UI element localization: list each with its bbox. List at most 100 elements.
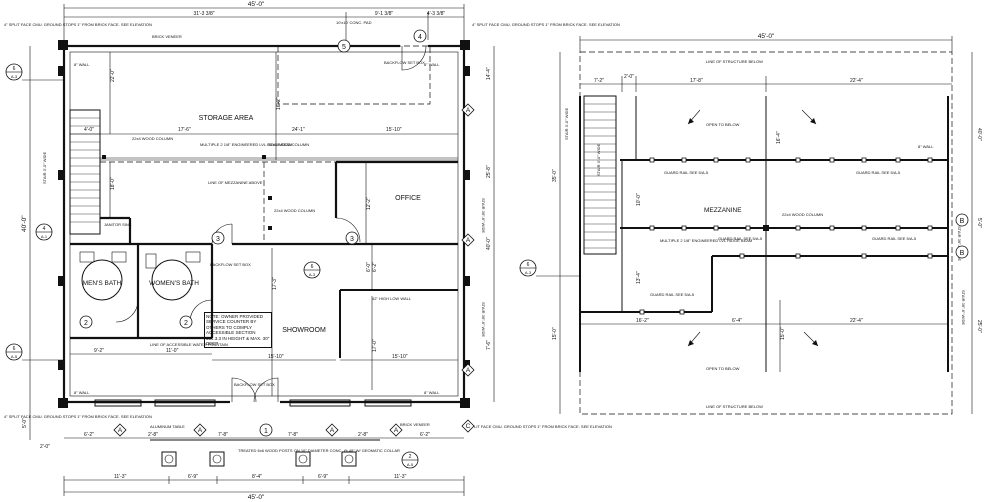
dim-int-5: 18'-0" (110, 177, 116, 190)
note-alum-table: ALUMINUM TABLE (150, 424, 185, 429)
mezz-dim-mid-0: 16'-2" (636, 318, 649, 324)
dim-top-2: 9'-1 3/8" (375, 11, 394, 17)
dim-right-0: 14'-4" (486, 67, 492, 80)
room-mens-label: MEN'S BATH (83, 280, 122, 287)
dim-int-14: 12'-2" (366, 197, 372, 210)
mezz-dim-row-0: 7'-2" (594, 78, 604, 84)
room-storage-label: STORAGE AREA (199, 115, 254, 122)
mezz-note-struct-above: LINE OF STRUCTURE BELOW (706, 59, 763, 64)
mezz-stair-l: STAIR 3'-0" WIDE (564, 108, 569, 140)
note-brick-veneer-bottom: BRICK VENEER (400, 422, 430, 427)
dim-int-9: 9'-2" (94, 348, 104, 354)
bubble-3a: 3 (216, 236, 220, 243)
dim-right-1: 25'-8" (486, 165, 492, 178)
note-water-fountain: LINE OF ACCESSIBLE WATER FOUNTAIN (150, 342, 228, 347)
note-wood-column-1: 22x4 WOOD COLUMN (132, 136, 173, 141)
note-wall-8-br: 8" WALL (424, 390, 440, 395)
note-brick-veneer-top: BRICK VENEER (152, 34, 182, 39)
dim-lower-2: 7'-8" (218, 432, 228, 438)
dim-int-11: 17'-0" (372, 339, 378, 352)
dim-top-3: 4'-3 3/8" (427, 11, 446, 17)
mezz-dim-mid-1: 6'-4" (732, 318, 742, 324)
dim-int-4: 22'-0" (110, 69, 116, 82)
dim-bottom-1: 6'-9" (188, 474, 198, 480)
mezz-dim-left-0: 35'-0" (552, 169, 558, 182)
mezz-wood-column: 22x4 WOOD COLUMN (782, 212, 823, 217)
svg-text:6: 6 (13, 66, 16, 72)
mezz-dim-mid-4: 16'-4" (776, 131, 782, 144)
dim-lower-1: 2'-8" (148, 432, 158, 438)
dim-int-2: 24'-1" (292, 127, 305, 133)
mezz-guard-3: GUARD RAIL SEE 5/A-5 (718, 236, 763, 241)
dim-overall-top: 45'-0" (248, 1, 265, 8)
dim-int-1: 17'-6" (178, 127, 191, 133)
mezz-title: MEZZANINE (704, 207, 742, 214)
mezz-bubble-b-1: B (960, 218, 965, 225)
note-janitor: JANITOR SINK (104, 222, 132, 227)
dim-right-3: 7'-6" (486, 340, 492, 350)
svg-text:A-5: A-5 (11, 354, 18, 359)
bubble-1: 1 (264, 428, 268, 435)
svg-text:A-3: A-3 (309, 272, 316, 277)
note-split-face-bl: 4" SPLIT FACE CMU. GROUND STOPS 1" FROM … (4, 414, 152, 419)
bubble-a-5: A (198, 427, 203, 434)
svg-text:6: 6 (311, 264, 314, 270)
dim-lower-4: 2'-8" (358, 432, 368, 438)
svg-text:6: 6 (527, 262, 530, 268)
dim-int-6: 16'-2" (276, 97, 282, 110)
mezz-dim-right-2: 25'-0" (976, 320, 982, 333)
note-stair-right-2: STAIR 36"-6" WIDE (481, 302, 486, 337)
dim-right-2: 40'-0" (486, 237, 492, 250)
mezz-stair-r2: STAIR 36"-6" WIDE (957, 226, 962, 261)
stair-treads (70, 117, 100, 223)
note-owner-counter-box: NOTE: OWNER PROVIDED SERVICE COUNTER BY … (204, 312, 272, 348)
svg-text:2: 2 (409, 454, 412, 460)
bubble-3b: 3 (350, 236, 354, 243)
note-wall-8-tl: 8" WALL (74, 62, 90, 67)
bubble-2b: 2 (184, 320, 188, 327)
dim-left-1: 5'-0" (22, 418, 28, 428)
dim-bottom-overall: 45'-0" (248, 494, 265, 501)
mezz-dim-left-1: 15'-0" (552, 327, 558, 340)
room-office-label: OFFICE (395, 195, 421, 202)
mezz-section-marker: 6 A-3 (519, 259, 580, 277)
mezz-guard-4: GUARD RAIL SEE 5/A-5 (872, 236, 917, 241)
mezz-note-open-above: OPEN TO BELOW (706, 122, 740, 127)
section-marker-1: 6 A-3 (5, 63, 64, 81)
dim-int-7: 6'-2" (372, 262, 378, 272)
dim-int-8: 17'-3" (272, 277, 278, 290)
note-low-wall: 42" HIGH LOW WALL (372, 296, 412, 301)
mezz-guard-5: GUARD RAIL SEE 5/A-5 (650, 292, 695, 297)
dim-int-12: 15'-10" (268, 354, 284, 360)
note-split-face-br: 4" SPLIT FACE CMU. GROUND STOPS 1" FROM … (464, 424, 612, 429)
bubble-a-4: A (118, 427, 123, 434)
note-posts: TREATED 6x6 WOOD POSTS ON 10" DIAMETER C… (238, 448, 400, 453)
ground-floor-plan: 45'-0" 31'-3 3/8" 9'-1 3/8" 4'-3 3/8" (4, 1, 620, 501)
mezz-stair-l-inner: STAIR 3'-0" WIDE (596, 144, 601, 176)
mezz-guard-1: GUARD RAIL SEE 5/A-5 (664, 170, 709, 175)
mezz-dim-mid-3: 15'-0" (780, 327, 786, 340)
bubble-a-2: A (466, 237, 471, 244)
note-backflow-1: BACKFLOW SET BOX (384, 60, 425, 65)
room-showroom-label: SHOWROOM (282, 327, 326, 334)
rail-posts (639, 157, 933, 315)
dim-int-3: 15'-10" (386, 127, 402, 133)
note-owner-counter: NOTE: OWNER PROVIDED SERVICE COUNTER BY … (204, 312, 272, 348)
dim-int-10: 11'-0" (166, 348, 179, 354)
note-split-face-tr: 4" SPLIT FACE CMU. GROUND STOPS 1" FROM … (472, 22, 620, 27)
mezz-note-open-below: OPEN TO BELOW (706, 366, 740, 371)
dim-left-0: 40'-0" (21, 215, 28, 232)
svg-text:A-3: A-3 (525, 270, 532, 275)
dim-top-1: 31'-3 3/8" (193, 11, 214, 17)
mezz-dim-right-0: 40'-0" (976, 128, 982, 141)
mezz-dim-right-1: 5'-0" (976, 218, 982, 228)
bubble-a-1: A (466, 107, 471, 114)
note-wall-8-bl: 8" WALL (74, 390, 90, 395)
note-backflow-2: BACKFLOW SET BOX (210, 262, 251, 267)
bubble-a-3: A (466, 367, 471, 374)
mezz-ridge-beam: MULTIPLE 2 1/8" ENGINEERED LVL RIDGE BEA… (660, 238, 752, 243)
note-stair-side-r: STAIR 36"-6" WIDE (481, 198, 486, 233)
mezz-dim-row-3: 22'-4" (850, 78, 863, 84)
dim-lower-5: 6'-2" (420, 432, 430, 438)
